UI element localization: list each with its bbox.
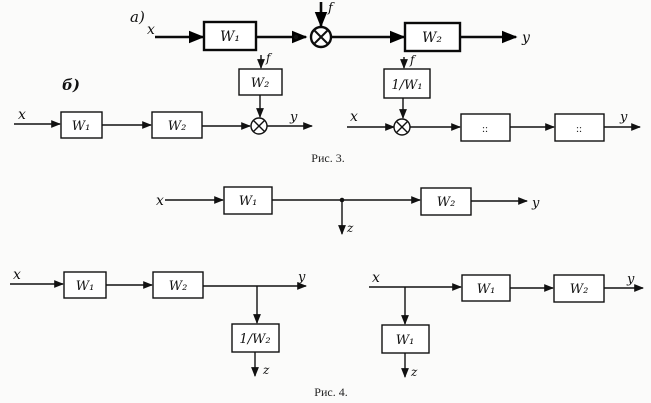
fig3b-left-diagram: б) x W₁ W₂ y f W₂	[14, 51, 313, 139]
fig3b-right-input-x: x	[350, 109, 358, 125]
fig3-caption: Рис. 3.	[311, 151, 344, 165]
fig4-top-output-z: z	[346, 221, 354, 235]
fig4-right-block-w2	[553, 274, 605, 303]
fig4-top-output-y: y	[531, 196, 540, 211]
fig4-left-block-w1	[63, 271, 107, 299]
fig3b-right-block-inv-w1-label: 1/W₁	[391, 78, 422, 93]
fig4-right-block-w1-branch-label: W₁	[396, 333, 415, 348]
fig3b-left-block-w2-disturbance-label: W₂	[251, 76, 270, 91]
fig4-top-input-x: x	[156, 193, 164, 209]
fig3a-output-y: y	[521, 30, 531, 46]
fig4-left-output-y: y	[297, 270, 306, 285]
fig3b-left-block-w2-disturbance	[238, 68, 283, 96]
fig3b-left-block-w2	[151, 111, 203, 139]
fig3a-input-f: f	[327, 1, 335, 16]
fig3b-right-sum-cross-2	[395, 120, 409, 134]
fig3b-right-block-1	[460, 113, 511, 142]
fig4-right-block-w2-label: W₂	[570, 282, 589, 297]
fig3b-right-block-inv-w1	[383, 68, 431, 99]
fig3b-left-output-y: y	[289, 110, 298, 125]
fig3b-right-output-y: y	[619, 110, 628, 125]
fig3a-input-x: x	[147, 22, 155, 38]
fig4-right-input-x: x	[372, 270, 380, 286]
fig3b-label: б)	[62, 76, 80, 94]
fig4-top-diagram: x W₁ z W₂ y	[156, 186, 540, 235]
fig3b-left-block-w1-label: W₁	[72, 119, 91, 134]
fig4-left-diagram: x W₁ W₂ y 1/W₂ z	[10, 267, 307, 377]
fig4-left-output-z: z	[262, 363, 270, 377]
fig4-left-block-inv-w2-label: 1/W₂	[239, 332, 270, 347]
fig3b-right-block-2-label: ::	[576, 123, 582, 135]
fig3a-block-w2	[403, 21, 462, 53]
fig3a-label: а)	[130, 8, 145, 26]
fig3b-left-input-x: x	[18, 107, 26, 123]
fig4-right-output-y: y	[626, 272, 635, 287]
fig4-top-block-w2-label: W₂	[437, 195, 456, 210]
fig4-left-block-w2-label: W₂	[169, 279, 188, 294]
fig4-top-block-w1-label: W₁	[239, 194, 258, 209]
fig3a-block-w1-label: W₁	[220, 29, 240, 45]
fig4-right-output-z: z	[410, 365, 418, 379]
fig3a-diagram: а) x W₁ f W₂ y	[130, 1, 531, 53]
fig4-left-block-w1-label: W₁	[76, 279, 95, 294]
fig3b-left-input-f: f	[265, 51, 273, 65]
fig3b-right-input-f: f	[409, 53, 417, 67]
fig3a-sum-cross-2	[313, 29, 329, 45]
fig3b-left-block-w2-label: W₂	[168, 119, 187, 134]
fig4-right-diagram: x W₁ W₂ y W₁ z	[369, 270, 644, 379]
fig3b-right-block-1-label: ::	[482, 123, 488, 135]
fig4-caption: Рис. 4.	[314, 385, 347, 399]
fig4-left-block-w2	[152, 271, 204, 299]
fig3a-block-w2-label: W₂	[422, 30, 442, 46]
fig3b-right-block-2	[554, 113, 605, 142]
fig3b-right-diagram: x :: :: y f 1/W₁	[347, 53, 641, 142]
fig3a-dot	[293, 34, 299, 40]
fig3b-left-sum-cross-2	[252, 119, 266, 133]
fig4-right-block-w1-label: W₁	[477, 282, 496, 297]
fig4-left-input-x: x	[13, 267, 21, 283]
